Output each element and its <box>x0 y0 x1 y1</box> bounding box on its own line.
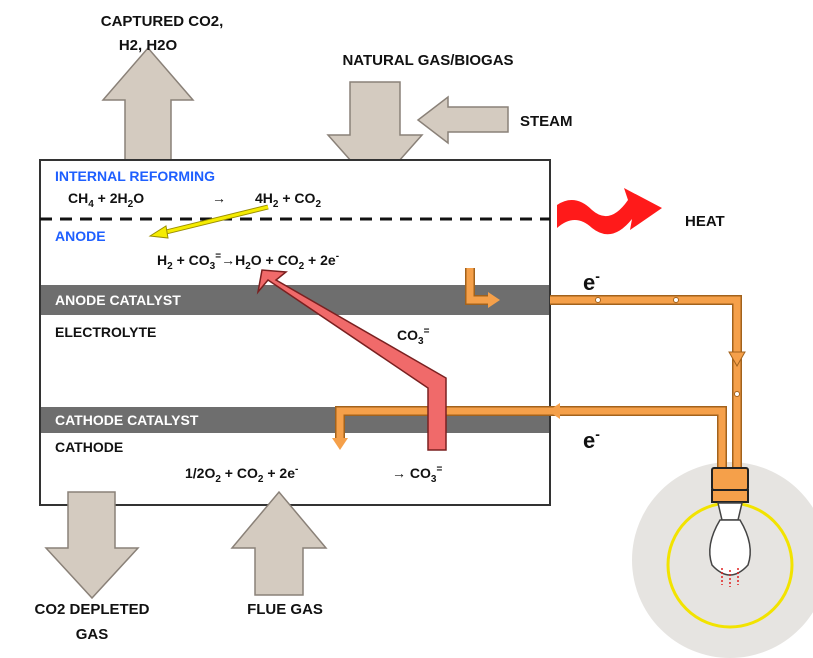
anode-catalyst-band <box>41 285 549 315</box>
carbonate-ion-arrow <box>256 269 447 451</box>
lamp-filament <box>721 568 739 587</box>
anode-equation: H2 + CO3=→H2O + CO2 + 2e- <box>157 251 339 272</box>
depleted-gas-arrow <box>44 491 140 600</box>
heat-arrow <box>557 188 662 235</box>
internal-reforming-label: INTERNAL REFORMING <box>55 168 215 184</box>
flue-gas-label: FLUE GAS <box>247 601 323 618</box>
electrolyte-label: ELECTROLYTE <box>55 324 156 340</box>
lamp-socket <box>711 467 749 491</box>
captured-label-2: H2, H2O <box>119 37 178 54</box>
depleted-gas-label-1: CO2 DEPLETED <box>34 601 149 618</box>
exhaust-up-arrow <box>101 46 195 161</box>
outer-wire-out <box>550 295 742 470</box>
flue-gas-arrow <box>230 490 328 596</box>
electron-label-top: e- <box>583 268 600 295</box>
cathode-catalyst-label: CATHODE CATALYST <box>55 412 199 428</box>
heat-label: HEAT <box>685 213 725 230</box>
anode-label: ANODE <box>55 228 106 244</box>
lamp-neck <box>717 502 743 521</box>
steam-label: STEAM <box>520 113 573 130</box>
natural-gas-label: NATURAL GAS/BIOGAS <box>342 52 513 69</box>
captured-label-1: CAPTURED CO2, <box>101 13 224 30</box>
depleted-gas-label-2: GAS <box>76 626 109 643</box>
electron-label-bottom: e- <box>583 426 600 453</box>
anode-catalyst-label: ANODE CATALYST <box>55 292 181 308</box>
steam-arrow <box>416 95 509 145</box>
carbonate-ion-label: CO3= <box>397 326 430 347</box>
cathode-equation: 1/2O2 + CO2 + 2e-→ CO3= <box>185 464 442 485</box>
reforming-equation: CH4 + 2H2O→4H2 + CO2 <box>68 190 321 210</box>
lamp-glass <box>709 519 751 576</box>
cathode-label: CATHODE <box>55 439 123 455</box>
